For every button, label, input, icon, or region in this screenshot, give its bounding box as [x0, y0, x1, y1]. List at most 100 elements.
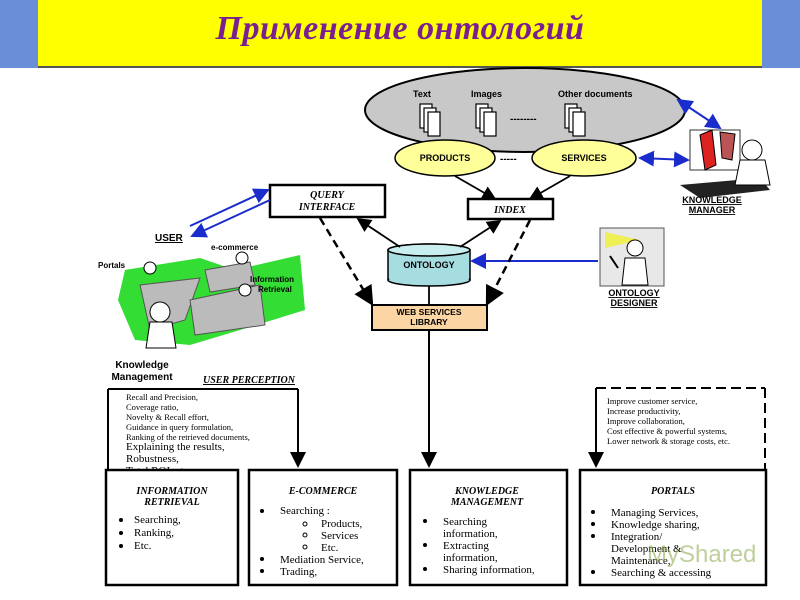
ir-item-1: Searching, [134, 514, 181, 526]
portals-item-3: Integration/ [611, 531, 663, 543]
index-box [466, 197, 555, 221]
portals-bullet [591, 534, 595, 538]
query-interface-label-1: QUERY [310, 190, 345, 201]
ir-bullet [119, 531, 123, 535]
ec-item-6: Trading, [280, 566, 317, 578]
benefit-item-5: Lower network & storage costs, etc. [607, 436, 730, 446]
services-label: SERVICES [561, 153, 606, 163]
knowledge-manager-label-1: KNOWLEDGE [682, 195, 742, 205]
ontology-designer-label-2: DESIGNER [610, 298, 658, 308]
watermark-text: MyShared [647, 541, 756, 568]
right-accent-bar [762, 0, 800, 68]
ec-bullet [260, 557, 264, 561]
document-repository-ellipse [364, 67, 686, 153]
ec-item-1: Searching : [280, 505, 330, 517]
ec-item-3: Services [321, 530, 358, 542]
km-title-1: KNOWLEDGE [454, 486, 519, 497]
knowledge-management-label-1: Knowledge [115, 360, 169, 371]
benefit-item-4: Cost effective & powerful systems, [607, 426, 727, 436]
ontology-to-query-arrow [356, 218, 401, 248]
products-label: PRODUCTS [420, 153, 471, 163]
slide-title: Применение онтологий [215, 10, 585, 47]
ec-item-4: Etc. [321, 542, 339, 554]
perception-item-4: Guidance in query formulation, [126, 422, 233, 432]
ec-sub-bullet [302, 521, 308, 527]
products-index-arrow [454, 175, 497, 200]
ontology-label: ONTOLOGY [403, 260, 454, 270]
km-bullet [423, 567, 427, 571]
repo-other-label: Other documents [558, 89, 633, 99]
perception-item-6: Explaining the results, [126, 441, 225, 453]
ec-bullet [260, 569, 264, 573]
index-to-library-dashed [485, 219, 532, 307]
portals-bullet [591, 522, 595, 526]
user-label: USER [155, 233, 184, 244]
km-item-2: information, [443, 528, 498, 540]
knowledge-management-label-2: Management [111, 372, 173, 383]
query-interface-label-2: INTERFACE [298, 202, 356, 213]
repo-images-label: Images [471, 89, 502, 99]
ontology-cylinder [387, 243, 471, 287]
portals-box [578, 468, 768, 587]
ontology-to-index-arrow [459, 220, 502, 248]
user-query-arrow-in [190, 199, 271, 238]
ec-sub-bullet [302, 532, 308, 538]
km-bullet [423, 543, 427, 547]
library-label-1: WEB SERVICES [396, 307, 461, 317]
query-to-library-dashed [318, 217, 374, 307]
index-label: INDEX [493, 205, 526, 216]
km-item-1: Searching [443, 516, 487, 528]
user-group-illustration [118, 251, 305, 349]
km-item-3: Extracting [443, 540, 489, 552]
repo-dashes: -------- [510, 114, 537, 125]
services-index-arrow [528, 175, 571, 200]
ir-item-2: Ranking, [134, 527, 174, 539]
retrieval-label: Retrieval [258, 285, 292, 294]
km-item-5: Sharing information, [443, 564, 535, 576]
perception-item-2: Coverage ratio, [126, 402, 178, 412]
km-services-arrow [638, 150, 690, 168]
km-item-4: information, [443, 552, 498, 564]
ir-bullet [119, 544, 123, 548]
user-perception-label: USER PERCEPTION [203, 375, 296, 386]
ec-sub-bullet [302, 544, 308, 550]
portals-label: Portals [98, 261, 126, 270]
information-retrieval-box [104, 468, 240, 587]
library-label-2: LIBRARY [410, 317, 448, 327]
portals-bullet [591, 510, 595, 514]
perception-item-7: Robustness, [126, 453, 179, 465]
repo-text-label: Text [413, 89, 431, 99]
portals-item-6: Searching & accessing [611, 567, 712, 579]
ir-title-1: INFORMATION [135, 486, 208, 497]
km-repo-arrow [676, 98, 722, 130]
perception-item-1: Recall and Precision, [126, 392, 198, 402]
ec-item-5: Mediation Service, [280, 554, 364, 566]
text-docs-icon [419, 103, 441, 137]
benefit-item-1: Improve customer service, [607, 396, 697, 406]
left-accent-bar [0, 0, 38, 68]
km-bullet [423, 519, 427, 523]
information-label: Information [250, 275, 294, 284]
web-services-library-box [371, 304, 488, 331]
portals-bullet [591, 570, 595, 574]
ec-bullet [260, 509, 264, 513]
services-ellipse [531, 139, 637, 177]
portals-item-4: Development & [611, 543, 682, 555]
products-services-dashes: ----- [500, 154, 517, 165]
image-docs-icon [475, 103, 497, 137]
ec-item-2: Products, [321, 518, 363, 530]
perception-item-3: Novelty & Recall effort, [126, 412, 209, 422]
benefit-item-2: Increase productivity, [607, 406, 681, 416]
ir-title-2: RETRIEVAL [143, 497, 199, 508]
perception-item-5: Ranking of the retrieved documents, [126, 432, 250, 442]
title-band: Применение онтологий [38, 0, 762, 68]
portals-title: PORTALS [651, 486, 695, 497]
benefit-item-3: Improve collaboration, [607, 416, 685, 426]
ir-item-3: Etc. [134, 540, 152, 552]
km-title-2: MANAGEMENT [450, 497, 524, 508]
portals-item-1: Managing Services, [611, 507, 699, 519]
portals-item-5: Maintenance, [611, 555, 671, 567]
ecommerce-label: e-commerce [211, 243, 259, 252]
ir-bullet [119, 518, 123, 522]
ec-title: E-COMMERCE [288, 486, 358, 497]
